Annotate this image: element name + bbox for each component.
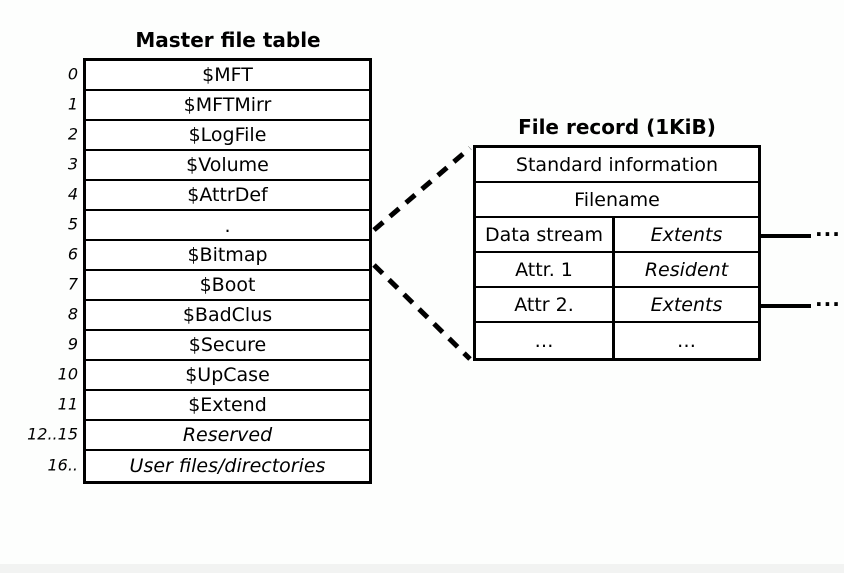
mft-row[interactable]: 3 $Volume <box>68 151 369 181</box>
mft-row-label: $Extend <box>188 393 267 416</box>
file-record-attribute-name: Attr. 1 <box>476 253 615 286</box>
mft-row-index: 7 <box>67 274 78 294</box>
mft-row[interactable]: 5. <box>68 211 369 241</box>
mft-row-label: $Boot <box>199 273 256 296</box>
mft-row-label: $AttrDef <box>187 183 268 206</box>
extent-leader-line <box>761 303 811 308</box>
mft-row-label: Reserved <box>182 423 273 446</box>
file-record-attribute-name: Standard information <box>515 153 719 176</box>
mft-row[interactable]: 9 $Secure <box>68 331 369 361</box>
mft-row-label: $Volume <box>186 153 269 176</box>
master-file-table: 0 $MFT 1 $MFTMirr 2 $LogFile 3 $Volume 4 $AttrDef… <box>27 58 372 484</box>
file-record-row[interactable]: Filename <box>476 183 758 218</box>
file-record-row[interactable]: Standard information <box>476 148 758 183</box>
file-record-row[interactable]: Attr 2. Extents <box>476 288 758 323</box>
mft-row[interactable]: 16.. User files/directories <box>47 451 369 481</box>
extent-ellipsis: ··· <box>815 221 841 246</box>
mft-row[interactable]: 12..15 Reserved <box>27 421 369 451</box>
file-record-title: File record (1KiB) <box>518 115 716 139</box>
mft-row-label: . <box>224 215 231 237</box>
file-record-attribute-name: Data stream <box>476 218 615 251</box>
extent-leader-line <box>761 233 811 238</box>
mft-row-index: 16.. <box>47 455 78 475</box>
mft-row-index: 0 <box>67 64 78 84</box>
mft-row-index: 9 <box>67 334 78 354</box>
mft-row-label: $BadClus <box>182 303 273 326</box>
connector-line-top <box>372 146 472 232</box>
mft-row[interactable]: 8 $BadClus <box>68 301 369 331</box>
file-record-attribute-name: Filename <box>574 188 660 211</box>
file-record-row[interactable]: Attr. 1 Resident <box>476 253 758 288</box>
mft-row-index: 8 <box>67 304 78 324</box>
file-record-attribute-name: … <box>476 323 615 358</box>
bottom-band <box>0 564 844 573</box>
file-record-attribute-value: Resident <box>644 258 729 281</box>
connector-line-bottom <box>372 263 472 361</box>
mft-row-index: 5 <box>67 214 78 234</box>
extent-ellipsis: ··· <box>815 291 841 316</box>
file-record-row[interactable]: Data stream Extents <box>476 218 758 253</box>
mft-row[interactable]: 0 $MFT <box>68 61 369 91</box>
file-record-attribute-name: Attr 2. <box>476 288 615 321</box>
mft-row-label: $Secure <box>188 333 267 356</box>
mft-row[interactable]: 1 $MFTMirr <box>68 91 369 121</box>
mft-row[interactable]: 7 $Boot <box>68 271 369 301</box>
mft-row-label: $Bitmap <box>187 243 268 266</box>
mft-row-index: 3 <box>67 154 78 174</box>
file-record-attribute-value: … <box>677 329 696 352</box>
file-record-row[interactable]: …… <box>476 323 758 358</box>
mft-row-index: 12..15 <box>27 424 78 444</box>
mft-row-index: 2 <box>67 124 78 144</box>
mft-row-index: 1 <box>67 94 78 114</box>
mft-row[interactable]: 6 $Bitmap <box>68 241 369 271</box>
mft-row-index: 11 <box>57 394 78 414</box>
file-record-attribute-value: Extents <box>650 223 723 246</box>
mft-row[interactable]: 2 $LogFile <box>68 121 369 151</box>
master-file-table-title: Master file table <box>135 28 321 52</box>
mft-row[interactable]: 11 $Extend <box>58 391 369 421</box>
mft-row-label: $UpCase <box>185 363 270 386</box>
mft-row-index: 6 <box>67 244 78 264</box>
mft-row-index: 10 <box>57 364 78 384</box>
mft-row-label: $MFTMirr <box>183 93 272 116</box>
mft-row[interactable]: 10 $UpCase <box>58 361 369 391</box>
mft-row-label: User files/directories <box>129 454 326 477</box>
mft-row-label: $MFT <box>202 63 253 86</box>
mft-row-label: $LogFile <box>188 123 267 146</box>
mft-row[interactable]: 4 $AttrDef <box>68 181 369 211</box>
file-record-attribute-value: Extents <box>650 293 723 316</box>
mft-row-index: 4 <box>67 184 78 204</box>
